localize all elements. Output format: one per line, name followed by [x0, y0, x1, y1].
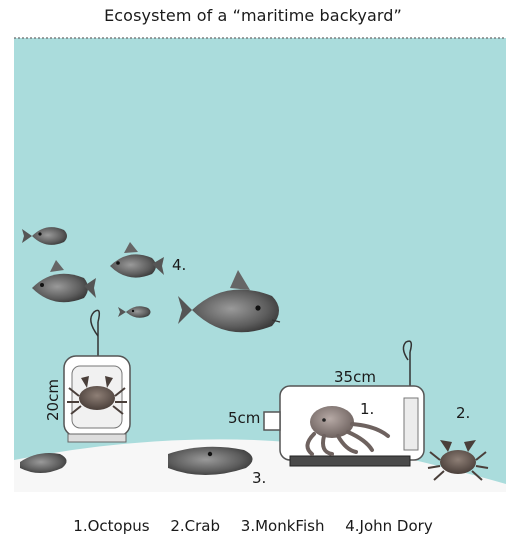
- legend-monkfish: 3.MonkFish: [241, 517, 325, 535]
- john-dory-number-label: 4.: [172, 256, 186, 274]
- monkfish-number-label: 3.: [252, 469, 266, 487]
- trap-width-label: 35cm: [334, 368, 376, 386]
- trap-height-label: 5cm: [228, 409, 260, 427]
- crab-trap-height-label: 20cm: [44, 379, 62, 421]
- crab-number-label: 2.: [456, 404, 470, 422]
- species-legend: 1.Octopus 2.Crab 3.MonkFish 4.John Dory: [0, 517, 506, 535]
- diagram-title: Ecosystem of a “maritime backyard”: [0, 6, 506, 25]
- legend-john-dory: 4.John Dory: [345, 517, 432, 535]
- legend-crab: 2.Crab: [170, 517, 220, 535]
- ocean-scene: 4. 20cm 3.: [14, 36, 506, 492]
- legend-octopus: 1.Octopus: [73, 517, 149, 535]
- octopus-number-label: 1.: [360, 400, 374, 418]
